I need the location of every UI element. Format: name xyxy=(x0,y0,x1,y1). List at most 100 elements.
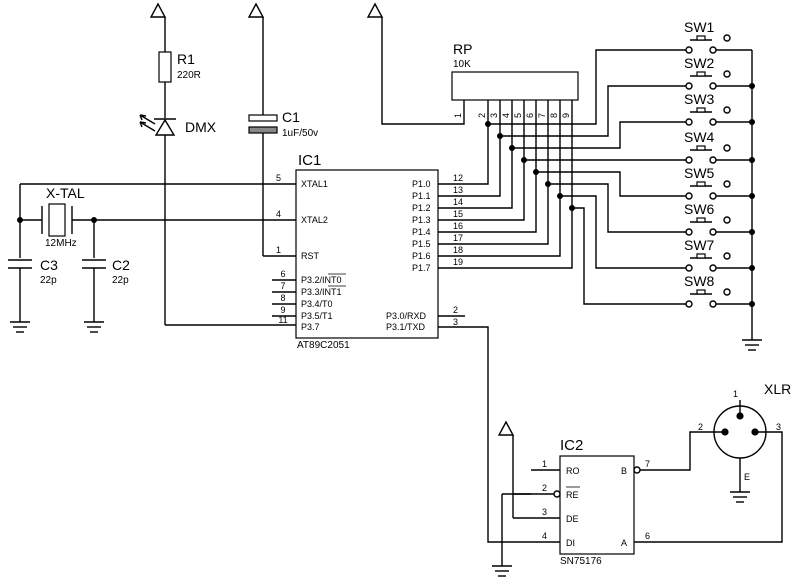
rp-value: 10K xyxy=(453,59,471,70)
rp-pin: 6 xyxy=(525,113,535,118)
c1-ref: C1 xyxy=(282,109,300,125)
led-ref: DMX xyxy=(185,119,217,135)
rp-pin: 9 xyxy=(561,113,571,118)
ic2-chip: IC2 SN75176 1 RO 2 RE 3 DE 4 DI B 7 A 6 xyxy=(531,437,650,567)
ic2-pin-num: 2 xyxy=(542,483,547,493)
switch-wiring xyxy=(488,49,686,305)
crystal-xtal: X-TAL 12MHz xyxy=(41,185,85,249)
switch-label: SW8 xyxy=(684,273,715,289)
ic1-pin-num: 13 xyxy=(453,185,463,195)
c3-value: 22p xyxy=(40,275,57,286)
resistor-pack-rp: RP 10K 1 2 3 4 5 6 7 8 9 xyxy=(451,41,579,118)
ic1-pin-num: 7 xyxy=(280,281,285,291)
ic2-pin-name: A xyxy=(621,538,627,548)
ic1-pin-name: P1.2 xyxy=(412,203,431,213)
ic2-part: SN75176 xyxy=(560,556,602,567)
ic2-pin-name: RE xyxy=(566,490,579,500)
ic1-pin-name: P1.0 xyxy=(412,179,431,189)
rp-ref: RP xyxy=(453,41,472,57)
ic1-pin-num: 15 xyxy=(453,209,463,219)
rp-pin: 8 xyxy=(549,113,559,118)
ic2-pin-num: 7 xyxy=(645,459,650,469)
r1-value: 220R xyxy=(177,70,201,81)
led-dmx: DMX xyxy=(139,114,217,136)
junction-dots xyxy=(485,121,575,211)
ground-symbol xyxy=(10,321,30,333)
ic1-pin-name: XTAL2 xyxy=(301,215,328,225)
ic2-pin-num: 4 xyxy=(542,531,547,541)
c2-ref: C2 xyxy=(112,257,130,273)
xlr-pin: 3 xyxy=(776,422,781,432)
ic1-pin-num: 12 xyxy=(453,173,463,183)
ic2-pin-name: DI xyxy=(566,538,575,548)
rp-pin: 7 xyxy=(537,113,547,118)
ic2-pin-num: 3 xyxy=(542,507,547,517)
ic1-pin-num: 16 xyxy=(453,221,463,231)
ic1-pin-name: XTAL1 xyxy=(301,179,328,189)
ic1-pin-name: P1.4 xyxy=(412,227,431,237)
r1-ref: R1 xyxy=(177,51,195,67)
ic1-pin-name: P3.1/TXD xyxy=(386,322,426,332)
rp-pin: 1 xyxy=(453,113,463,118)
ground-symbol xyxy=(730,491,750,503)
ic1-pin-num: 2 xyxy=(453,305,458,315)
ic1-pin-num: 5 xyxy=(276,173,281,183)
c1-value: 1uF/50v xyxy=(282,128,318,139)
ic2-pin-name: B xyxy=(621,466,627,476)
xlr-earth-label: E xyxy=(744,472,750,482)
junction-dots xyxy=(749,83,755,307)
c2-value: 22p xyxy=(112,275,129,286)
xtal-ref: X-TAL xyxy=(46,185,85,201)
rp-pin: 4 xyxy=(501,113,511,118)
ic1-chip: IC1 AT89C2051 5 XTAL1 4 XTAL2 1 RST 6 P3… xyxy=(272,152,463,351)
switch-label: SW4 xyxy=(684,129,715,145)
switch-label: SW3 xyxy=(684,91,715,107)
ground-symbol xyxy=(84,321,104,333)
switch-sw3: SW3 xyxy=(684,91,752,126)
ic1-pin-name: P3.7 xyxy=(301,322,320,332)
ic1-pin-num: 11 xyxy=(278,315,287,325)
switch-sw4: SW4 xyxy=(684,129,752,164)
switch-sw7: SW7 xyxy=(684,237,752,272)
rp-pin: 5 xyxy=(513,113,523,118)
switch-label: SW5 xyxy=(684,165,715,181)
ic1-pin-num: 4 xyxy=(276,209,281,219)
ic1-pin-num: 17 xyxy=(453,233,463,243)
ic1-pin-name: P3.0/RXD xyxy=(386,311,427,321)
capacitor-c2: C2 22p xyxy=(82,257,130,286)
capacitor-c3: C3 22p xyxy=(8,257,58,286)
ic1-pin-name: P3.3/INT1 xyxy=(301,287,342,297)
xlr-pin: 2 xyxy=(698,422,703,432)
ic1-pin-name: P1.6 xyxy=(412,251,431,261)
supply-arrows xyxy=(149,2,384,52)
ic2-pin-name: DE xyxy=(566,514,579,524)
ic1-ref: IC1 xyxy=(298,152,321,169)
switch-label: SW7 xyxy=(684,237,715,253)
ic1-pin-name: P3.2/INT0 xyxy=(301,275,342,285)
switch-sw2: SW2 xyxy=(684,55,752,90)
ic2-pin-num: 1 xyxy=(542,459,547,469)
capacitor-c1: C1 1uF/50v xyxy=(248,109,318,139)
ic1-pin-name: P1.1 xyxy=(412,191,431,201)
resistor-r1: R1 220R xyxy=(158,51,201,83)
ic1-pin-num: 1 xyxy=(276,245,281,255)
ic1-pin-name: P3.5/T1 xyxy=(301,311,333,321)
c3-ref: C3 xyxy=(40,257,58,273)
ic1-pin-name: P1.7 xyxy=(412,263,431,273)
xtal-value: 12MHz xyxy=(45,238,77,249)
switch-sw1: SW1 xyxy=(684,19,752,54)
ic1-pin-num: 18 xyxy=(453,245,463,255)
ic1-pin-num: 8 xyxy=(280,293,285,303)
switch-sw5: SW5 xyxy=(684,165,752,200)
ic2-ref: IC2 xyxy=(560,437,583,454)
ic1-pin-num: 19 xyxy=(453,257,463,267)
switch-label: SW1 xyxy=(684,19,715,35)
ic1-pin-name: RST xyxy=(301,251,320,261)
ic1-pin-num: 9 xyxy=(280,305,285,315)
ic2-pin-num: 6 xyxy=(645,531,650,541)
ic1-pin-name: P3.4/T0 xyxy=(301,299,333,309)
xlr-ref: XLR xyxy=(764,381,791,397)
ic2-pin-name: RO xyxy=(566,466,580,476)
ground-symbol xyxy=(742,339,762,351)
